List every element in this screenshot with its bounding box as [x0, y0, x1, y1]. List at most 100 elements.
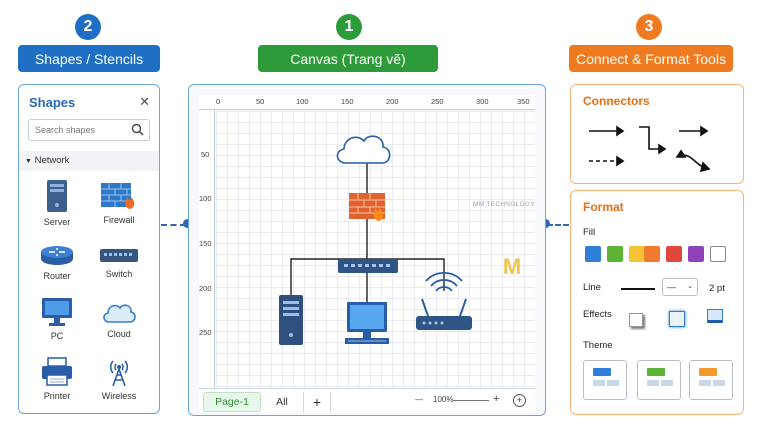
shape-server[interactable]: Server: [27, 179, 87, 227]
format-title: Format: [583, 200, 624, 214]
effect-glow-icon[interactable]: [669, 311, 685, 327]
format-panel: Format Fill Line — ⌄ 2 pt Effects Theme: [570, 190, 744, 415]
ruler-left: 50 100 150 200 250: [199, 110, 215, 388]
canvas-panel: 0 50 100 150 200 250 300 350 50 100 150 …: [188, 84, 546, 416]
ruler-tick: 100: [199, 194, 212, 203]
line-weight[interactable]: 2 pt: [709, 283, 725, 294]
drawing-area[interactable]: M: [216, 111, 535, 388]
fill-swatch-blue[interactable]: [585, 246, 601, 262]
shape-label: Firewall: [103, 215, 135, 225]
theme-label: Theme: [583, 340, 613, 351]
pc-icon: [42, 298, 72, 326]
watermark-text: MM TECHNOLOGY: [473, 201, 535, 208]
ruler-tick: 200: [386, 97, 399, 106]
fill-swatch-purple[interactable]: [688, 246, 704, 262]
line-preview: [621, 288, 655, 290]
line-style-value: —: [667, 282, 676, 292]
cloud-icon: [103, 304, 136, 323]
pc-shape: [345, 302, 389, 344]
search-placeholder: Search shapes: [35, 125, 96, 135]
page-tabs-bar: Page-1 All + — 100% + +: [199, 388, 535, 412]
fill-swatch-red[interactable]: [666, 246, 682, 262]
fill-swatch-white[interactable]: [710, 246, 726, 262]
connectors-panel: Connectors: [570, 84, 744, 184]
ruler-tick: 300: [476, 97, 489, 106]
wireless-tower-icon: [109, 360, 129, 387]
zoom-fit-icon[interactable]: +: [513, 394, 526, 407]
ruler-tick: 50: [256, 97, 265, 106]
switch-shape: [338, 259, 398, 273]
category-network[interactable]: ▼ Network: [19, 151, 159, 171]
straight-connector-icon: [589, 125, 625, 137]
network-diagram: [279, 135, 472, 345]
wireless-router-shape: [416, 271, 472, 330]
shape-label: Wireless: [101, 391, 137, 401]
tab-page-1[interactable]: Page-1: [203, 392, 261, 412]
shape-firewall[interactable]: Firewall: [89, 181, 149, 225]
category-label: Network: [34, 155, 70, 166]
cloud-shape: [336, 135, 391, 164]
link-left-to-canvas: [161, 224, 186, 226]
ruler-tick: 150: [341, 97, 354, 106]
link-canvas-to-right: [547, 224, 569, 226]
firewall-icon: [101, 183, 135, 209]
ruler-tick: 100: [296, 97, 309, 106]
ruler-tick: 200: [199, 284, 212, 293]
ruler-tick: 150: [199, 239, 212, 248]
firewall-shape: [349, 193, 385, 221]
switch-icon: [100, 249, 138, 262]
fill-swatch-orange[interactable]: [644, 246, 660, 262]
canvas-title: Canvas (Trang vẽ): [258, 45, 438, 72]
ruler-tick: 350: [517, 97, 530, 106]
ruler-tick: 50: [201, 150, 210, 159]
shape-printer[interactable]: Printer: [27, 357, 87, 401]
server-icon: [47, 180, 67, 212]
search-input[interactable]: Search shapes: [28, 119, 150, 141]
line-style-dropdown[interactable]: — ⌄: [662, 278, 698, 296]
close-icon[interactable]: ✕: [139, 94, 150, 109]
theme-blue[interactable]: [583, 360, 627, 400]
collapse-triangle-icon: ▼: [25, 158, 32, 165]
printer-icon: [42, 357, 72, 386]
effect-3d-icon[interactable]: [707, 309, 723, 323]
line-label: Line: [583, 282, 601, 293]
effects-label: Effects: [583, 309, 612, 320]
elbow-connector-icon: [639, 126, 667, 155]
zoom-slider[interactable]: [453, 400, 489, 401]
curved-connector-icon: [675, 149, 711, 173]
shape-cloud[interactable]: Cloud: [89, 299, 149, 339]
dashed-connector-icon: [589, 155, 625, 167]
ruler-top: 0 50 100 150 200 250 300 350: [199, 95, 535, 110]
tab-all[interactable]: All: [276, 396, 288, 408]
zoom-level: 100%: [433, 395, 454, 404]
search-icon[interactable]: [131, 123, 144, 136]
theme-orange[interactable]: [689, 360, 733, 400]
shapes-panel-title: Shapes: [29, 95, 76, 110]
connect-format-title: Connect & Format Tools: [569, 45, 733, 72]
zoom-out-button[interactable]: —: [415, 395, 423, 404]
connectors-title: Connectors: [583, 94, 650, 108]
shape-router[interactable]: Router: [27, 243, 87, 281]
fill-swatch-green[interactable]: [607, 246, 623, 262]
shape-wireless[interactable]: Wireless: [89, 355, 149, 401]
ruler-tick: 250: [199, 328, 212, 337]
shape-pc[interactable]: PC: [27, 297, 87, 341]
server-shape: [279, 295, 303, 345]
theme-green[interactable]: [637, 360, 681, 400]
fill-swatch-yellow[interactable]: [629, 246, 645, 262]
shape-label: Switch: [105, 269, 133, 279]
chevron-down-icon: ⌄: [687, 283, 693, 290]
add-page-button[interactable]: +: [303, 392, 331, 412]
watermark-logo: M: [502, 254, 522, 279]
effect-shadow-icon[interactable]: [629, 313, 643, 327]
shape-switch[interactable]: Switch: [89, 247, 149, 279]
step-1-badge: 1: [336, 14, 362, 40]
shapes-panel: Shapes ✕ Search shapes ▼ Network Server: [18, 84, 160, 414]
connector-styles: [589, 125, 711, 173]
zoom-in-button[interactable]: +: [493, 393, 500, 405]
shape-label: Server: [43, 217, 71, 227]
step-3-badge: 3: [636, 14, 662, 40]
shape-label: Printer: [43, 391, 71, 401]
shape-label: Cloud: [107, 329, 131, 339]
router-icon: [41, 246, 73, 265]
